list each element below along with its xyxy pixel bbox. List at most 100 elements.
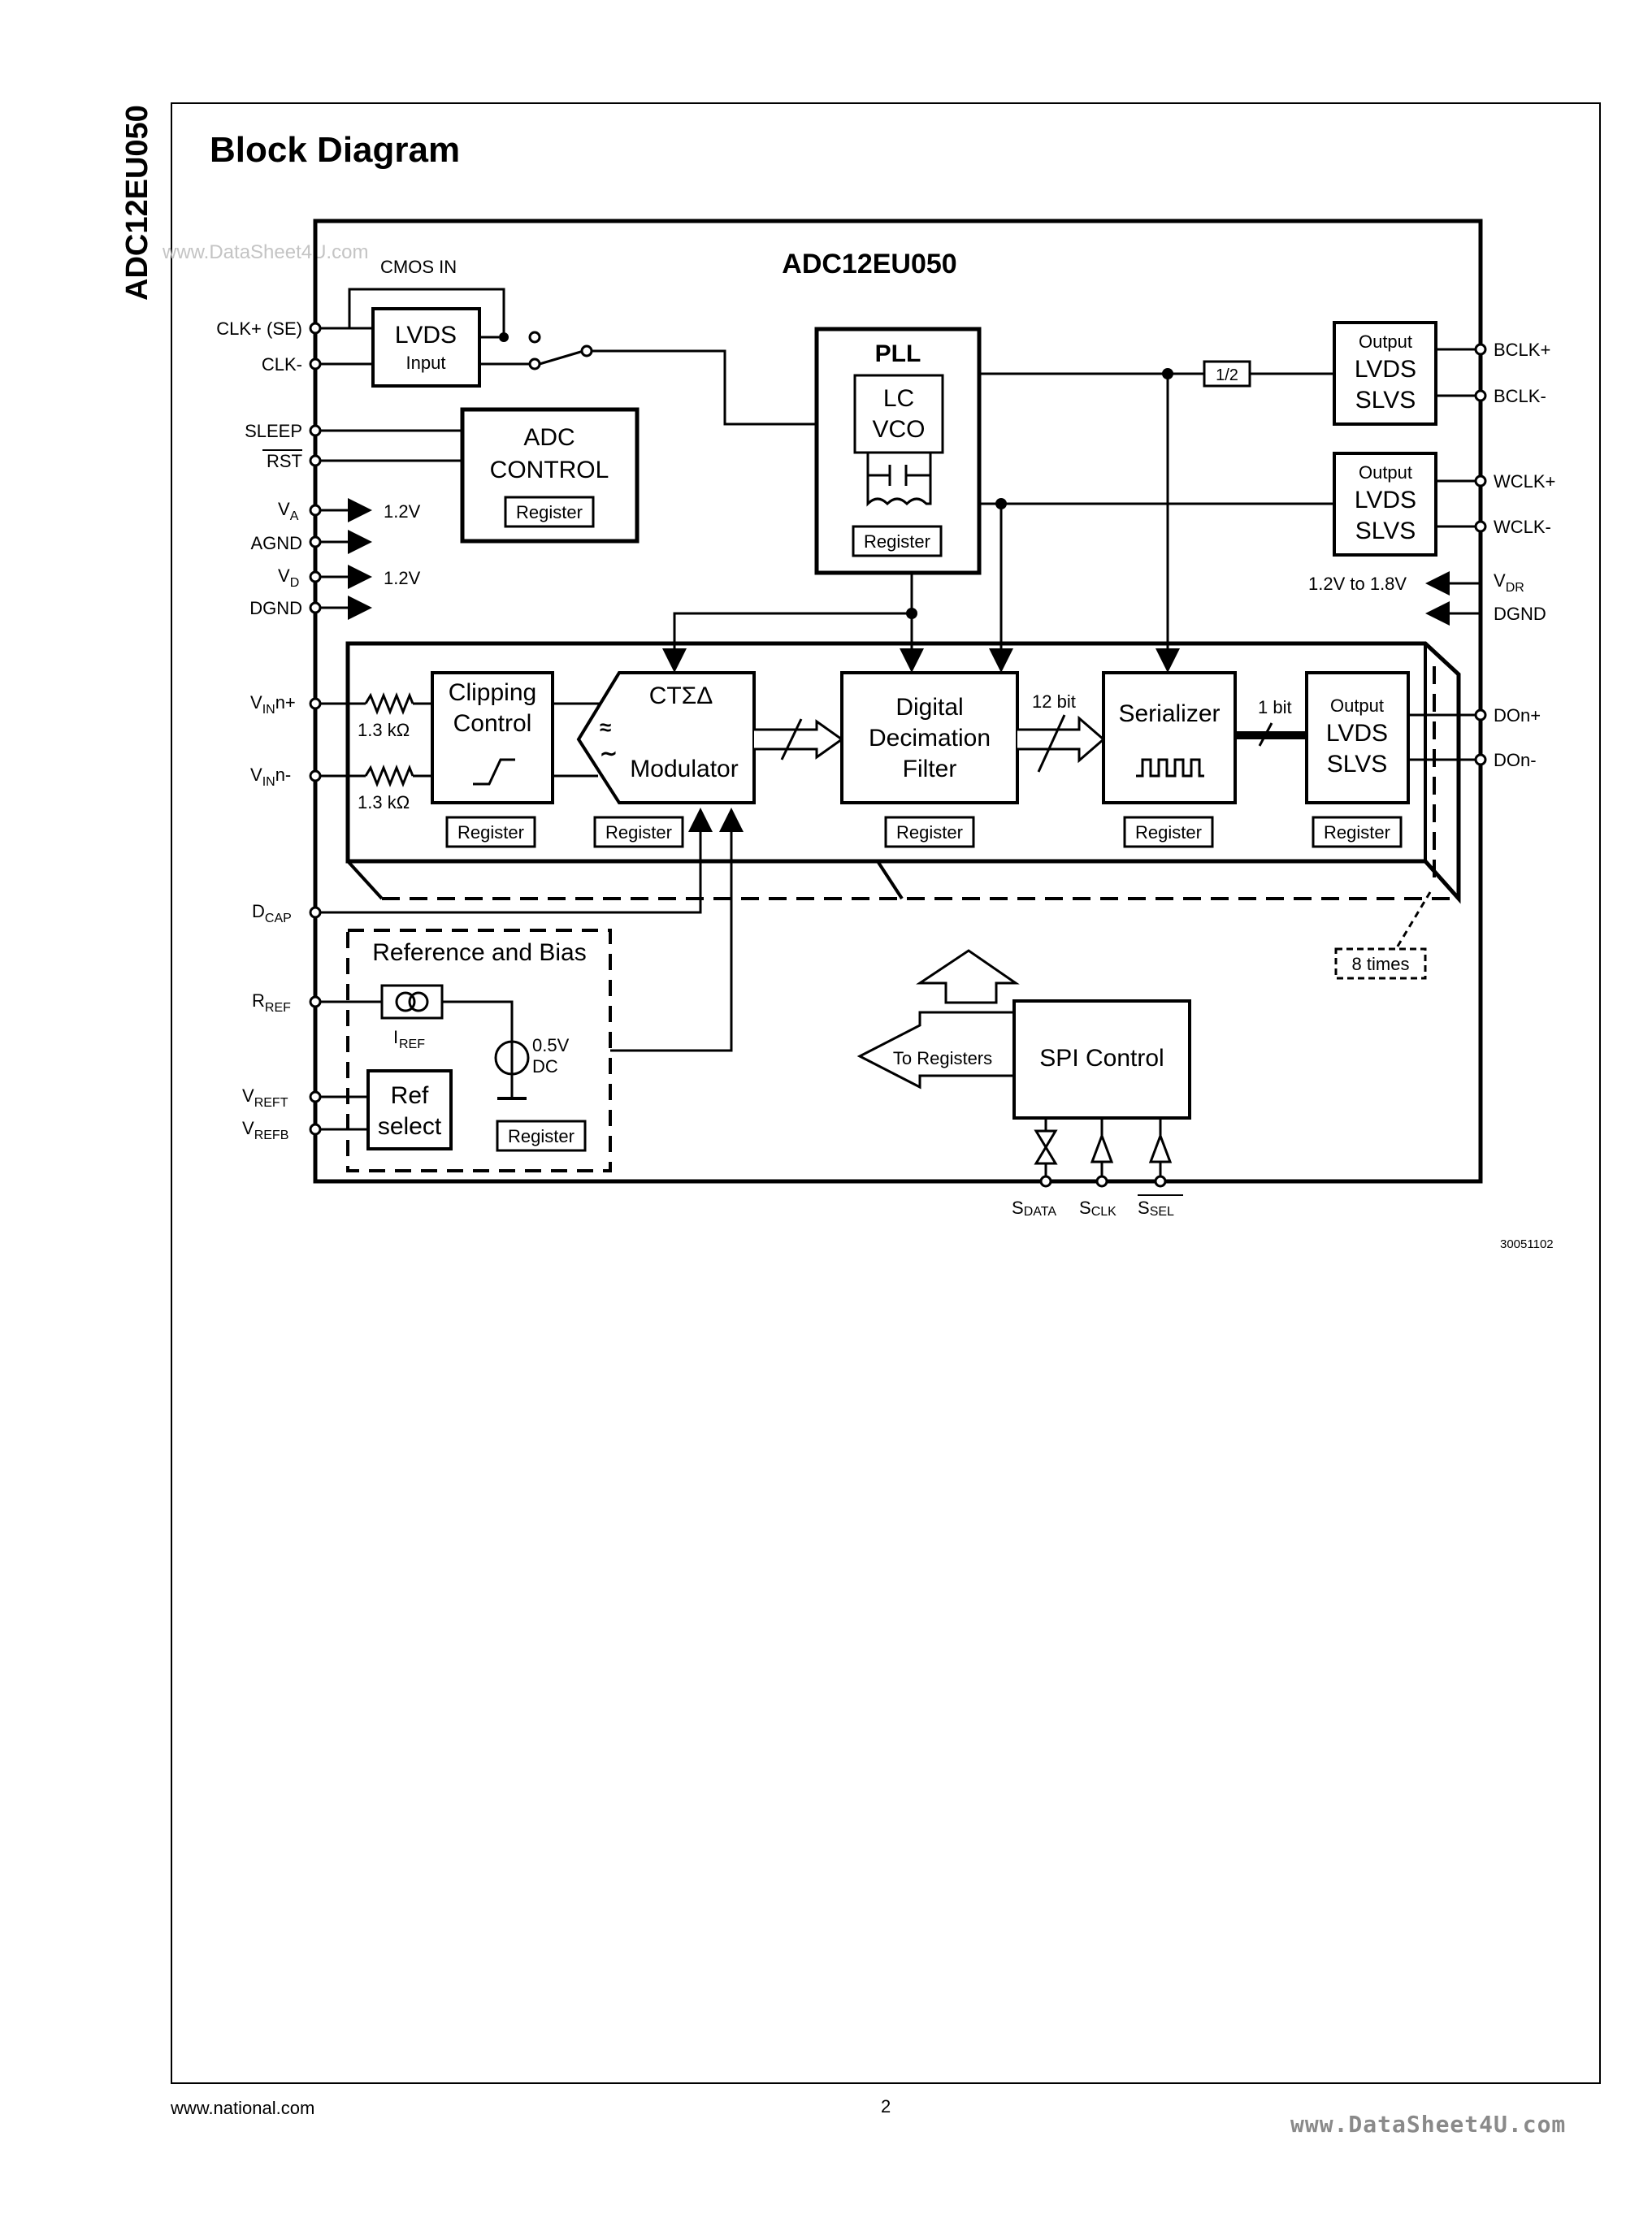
lc-tank-inductor <box>866 475 932 507</box>
svg-text:SLVS: SLVS <box>1355 518 1416 544</box>
pin-donm: DOn- <box>1494 750 1537 770</box>
pin-sclk: SCLK <box>1079 1198 1117 1219</box>
bottom-pin-markers <box>1039 1175 1167 1188</box>
divider-block <box>1203 360 1251 388</box>
vinp-resistor <box>364 691 414 716</box>
ref-select-block <box>366 1069 453 1150</box>
svg-text:Control: Control <box>453 710 532 737</box>
pin-bclkm: BCLK- <box>1494 386 1546 406</box>
switch-dot <box>499 332 509 342</box>
pin-vinp: VINn+ <box>250 692 296 717</box>
svg-text:Output: Output <box>1330 695 1384 716</box>
lvds-input-title: LVDS <box>395 322 457 349</box>
pin-rref: RREF <box>252 990 291 1015</box>
vdr-range: 1.2V to 1.8V <box>1308 574 1407 594</box>
pin-vdr: VDR <box>1494 570 1524 595</box>
pin-donp: DOn+ <box>1494 705 1541 726</box>
svg-text:0.5V: 0.5V <box>532 1035 570 1055</box>
svg-text:Register: Register <box>508 1126 575 1146</box>
data-output-block <box>1305 671 1410 804</box>
pin-sdata: SDATA <box>1012 1198 1056 1219</box>
svg-text:Register: Register <box>605 822 672 843</box>
footer-website-link[interactable]: www.national.com <box>171 2098 315 2118</box>
va-voltage: 1.2V <box>384 501 421 522</box>
pin-wclkm: WCLK- <box>1494 517 1551 537</box>
pin-vd: VD <box>278 565 299 590</box>
svg-text:LVDS: LVDS <box>1355 487 1416 513</box>
page-frame <box>171 102 1601 2084</box>
figure-id: 30051102 <box>1500 1237 1554 1251</box>
svg-text:Output: Output <box>1359 331 1412 352</box>
svg-text:Register: Register <box>896 822 963 843</box>
svg-text:LVDS: LVDS <box>1355 356 1416 383</box>
sclk-input-buffer <box>1090 1118 1114 1178</box>
bclk-output-block <box>1333 321 1437 426</box>
pin-dgnd-right: DGND <box>1494 604 1546 624</box>
svg-text:Serializer: Serializer <box>1118 700 1220 727</box>
svg-text:Modulator: Modulator <box>630 756 738 782</box>
lc-tank-capacitor <box>866 453 932 486</box>
svg-text:Ref: Ref <box>391 1082 429 1109</box>
pin-vreft: VREFT <box>242 1085 288 1110</box>
svg-text:Register: Register <box>864 531 930 552</box>
pin-ssel: SSEL <box>1138 1198 1174 1219</box>
serializer-block <box>1102 671 1237 804</box>
svg-text:Clipping: Clipping <box>449 679 536 706</box>
svg-text:REF: REF <box>399 1038 425 1051</box>
adc-control-register <box>504 496 595 528</box>
right-pin-markers <box>1474 343 1487 766</box>
switch-contact-top <box>528 331 541 344</box>
adc-control-line2: CONTROL <box>490 457 609 483</box>
modulator-tilde-icon: ≈ <box>600 715 611 739</box>
wclk-output-block <box>1333 452 1437 557</box>
pin-clkm: CLK- <box>262 354 302 375</box>
switch-contact-bottom <box>528 357 541 370</box>
modulator-block <box>576 671 756 804</box>
svg-text:Digital: Digital <box>895 694 963 721</box>
pin-vrefb: VREFB <box>242 1118 288 1142</box>
section-title: Block Diagram <box>210 130 461 170</box>
chip-name: ADC12EU050 <box>782 249 956 279</box>
svg-text:SLVS: SLVS <box>1327 751 1388 778</box>
ssel-input-buffer <box>1148 1118 1173 1178</box>
svg-text:select: select <box>378 1113 442 1140</box>
divider-label: 1/2 <box>1216 366 1238 384</box>
svg-text:Register: Register <box>1135 822 1202 843</box>
svg-text:8 times: 8 times <box>1352 954 1410 974</box>
svg-text:Filter: Filter <box>903 756 957 782</box>
pulse-train-icon <box>1136 758 1204 778</box>
decimation-filter-block <box>840 671 1019 804</box>
svg-text:SLVS: SLVS <box>1355 387 1416 414</box>
pll-title: PLL <box>875 340 921 367</box>
svg-text:Register: Register <box>516 502 583 522</box>
svg-text:LVDS: LVDS <box>1326 720 1388 747</box>
cmos-in-label: CMOS IN <box>380 257 457 277</box>
vco-block <box>853 374 944 454</box>
vinm-resistor-value: 1.3 kΩ <box>358 792 410 812</box>
adc-control-line1: ADC <box>523 424 575 451</box>
pin-bclkp: BCLK+ <box>1494 340 1550 360</box>
svg-text:∼: ∼ <box>600 741 618 765</box>
pin-vinm: VINn- <box>250 765 291 789</box>
footer-watermark-link[interactable]: www.DataSheet4U.com <box>1290 2111 1567 2138</box>
svg-text:Register: Register <box>1324 822 1390 843</box>
cmos-in-wire <box>348 288 505 337</box>
pin-clkp: CLK+ (SE) <box>216 318 302 339</box>
svg-text:Decimation: Decimation <box>869 725 991 752</box>
svg-text:LC: LC <box>883 385 914 412</box>
svg-text:CTΣΔ: CTΣΔ <box>649 682 713 709</box>
vinm-resistor <box>364 764 414 788</box>
lvds-input-block <box>371 307 481 388</box>
vinp-resistor-value: 1.3 kΩ <box>358 720 410 740</box>
clipping-transfer-icon <box>473 758 515 786</box>
to-registers-label: To Registers <box>893 1048 992 1068</box>
svg-text:Output: Output <box>1359 462 1412 483</box>
sdata-bidir-buffer <box>1034 1118 1058 1178</box>
svg-text:VCO: VCO <box>872 416 925 443</box>
pll-register <box>852 525 943 557</box>
switch-blade <box>539 349 584 366</box>
svg-text:Reference and Bias: Reference and Bias <box>372 939 587 966</box>
vd-voltage: 1.2V <box>384 568 421 588</box>
left-pin-markers <box>309 322 322 1136</box>
